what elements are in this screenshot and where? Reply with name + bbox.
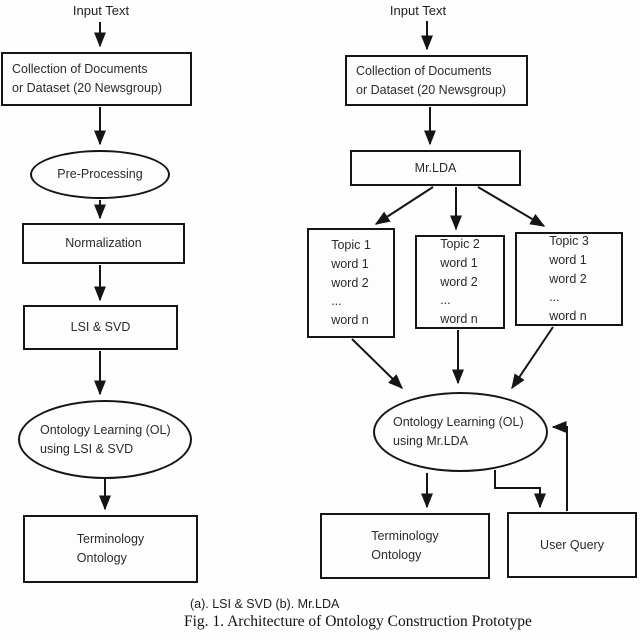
panel-b-topic3-box: Topic 3 word 1 word 2 ... word n — [515, 232, 623, 326]
panel-b-topic3-label: Topic 3 word 1 word 2 ... word n — [549, 234, 589, 324]
panel-b-topic1-box: Topic 1 word 1 word 2 ... word n — [307, 228, 395, 338]
arrow-b-ontology-learning-to-user-query — [494, 470, 546, 509]
panel-b-mrlda-label: Mr.LDA — [414, 160, 457, 175]
panel-b-input-text: Input Text — [389, 3, 447, 18]
panel-a-preprocessing-label: Pre-Processing — [57, 167, 143, 182]
panel-a-normalization-label: Normalization — [65, 236, 142, 251]
arrow-b-topic3-to-ontology-learning — [511, 326, 554, 390]
panel-a-collection-box: Collection of Documents or Dataset (20 N… — [1, 52, 192, 106]
panel-b-collection-label: Collection of Documents or Dataset (20 N… — [356, 63, 507, 97]
panel-b-collection-box: Collection of Documents or Dataset (20 N… — [345, 55, 528, 106]
figure-caption: Fig. 1. Architecture of Ontology Constru… — [184, 613, 532, 630]
panel-a-preprocessing-ellipse: Pre-Processing — [30, 150, 170, 199]
panel-a-terminology-ontology-label: Terminology Ontology — [76, 532, 145, 565]
arrow-b-topic1-to-ontology-learning — [351, 338, 403, 389]
panel-a-lsi-svd-label: LSI & SVD — [70, 320, 131, 335]
panel-b-input-text-label: Input Text — [372, 3, 464, 18]
panel-b-topic2-box: Topic 2 word 1 word 2 ... word n — [415, 235, 505, 329]
arrow-b-user-query-to-ontology-learning — [551, 421, 568, 511]
caption-panel-labels: (a). LSI & SVD (b). Mr.LDA — [190, 597, 340, 611]
arrow-b-mrlda-to-topic1 — [374, 186, 434, 225]
panel-b-user-query-label: User Query — [540, 537, 604, 552]
panel-b-user-query-box: User Query — [507, 512, 637, 578]
arrow-b-mrlda-to-topic3 — [477, 186, 546, 227]
panel-b-terminology-ontology-box: Terminology Ontology — [320, 513, 490, 579]
panel-b-topic1-label: Topic 1 word 1 word 2 ... word n — [331, 238, 371, 328]
panel-a-ontology-learning-ellipse: Ontology Learning (OL) using LSI & SVD — [18, 400, 192, 479]
panel-b-mrlda-box: Mr.LDA — [350, 150, 521, 186]
panel-b-ontology-learning-label: Ontology Learning (OL) using Mr.LDA — [393, 415, 524, 448]
panel-a-input-text-label: Input Text — [55, 3, 147, 18]
panel-b-terminology-ontology-label: Terminology Ontology — [371, 529, 439, 562]
panel-b-topic2-label: Topic 2 word 1 word 2 ... word n — [440, 237, 480, 327]
panel-a-ontology-learning-label: Ontology Learning (OL) using LSI & SVD — [40, 422, 171, 456]
panel-a-input-text: Input Text — [72, 3, 130, 18]
panel-a-normalization-box: Normalization — [22, 223, 185, 264]
panel-a-terminology-ontology-box: Terminology Ontology — [23, 515, 198, 583]
panel-a-collection-label: Collection of Documents or Dataset (20 N… — [12, 62, 163, 95]
panel-a-lsi-svd-box: LSI & SVD — [23, 305, 178, 350]
panel-b-ontology-learning-ellipse: Ontology Learning (OL) using Mr.LDA — [373, 392, 548, 472]
